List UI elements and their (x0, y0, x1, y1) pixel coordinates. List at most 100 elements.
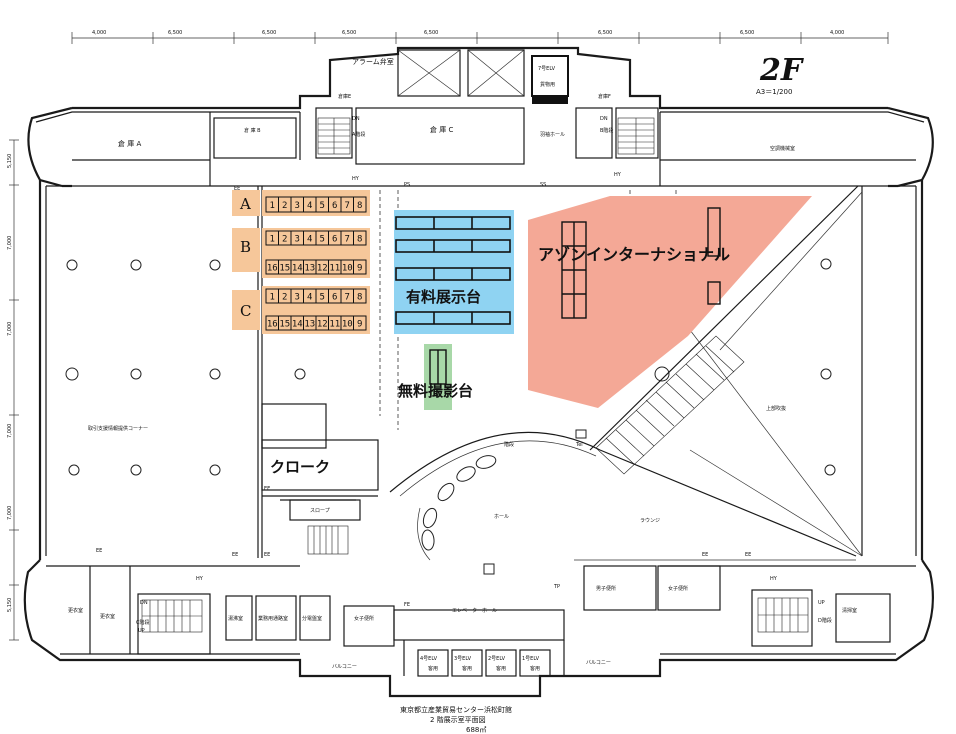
booth-cell (353, 196, 367, 213)
room-label-lounge: ラウンジ (640, 517, 660, 524)
booth-number: 8 (357, 293, 362, 303)
azone-tables (561, 207, 721, 319)
side-dimension-label: 5,150 (7, 598, 13, 612)
marker-ss: SS (540, 182, 546, 188)
marker-ee: EE (232, 552, 238, 558)
elevator-sub-label: 客用 (462, 665, 472, 672)
booth-number: 11 (329, 320, 340, 330)
booth-number: 12 (317, 264, 328, 274)
room-label-mens-wc: 男子便所 (596, 585, 616, 592)
room-label-balcony-left: バルコニー (332, 664, 357, 670)
paid-display-tables (395, 216, 511, 325)
booth-number: 13 (304, 320, 315, 330)
elevator-sub-label: 客用 (496, 665, 506, 672)
zone-a-label: A (239, 195, 251, 213)
room-label-balcony-right: バルコニー (586, 660, 611, 666)
building-outline (23, 46, 934, 698)
side-dimension-label: 7,000 (7, 506, 13, 520)
booth-cell (353, 259, 367, 275)
marker-dn: DN (352, 116, 360, 122)
zone-b-label-box (232, 228, 260, 272)
room-label-stairs: 階段 (504, 441, 514, 448)
marker-dn: DN (600, 116, 608, 122)
room-label-alarm-valve: アラーム弁室 (352, 57, 394, 66)
booth-number: 10 (342, 320, 353, 330)
booth-cell (353, 315, 367, 331)
elevator-sub-label: 客用 (428, 665, 438, 672)
side-dimension-line: 5,150 7,000 7,000 7,000 7,000 5,150 (7, 139, 19, 641)
booth-number: 5 (320, 293, 325, 303)
room-label-elv7-sub: 貨物用 (540, 81, 555, 88)
marker-ee: EE (702, 552, 708, 558)
room-label-stair-d: D階段 (818, 617, 832, 624)
booth-number: 6 (332, 235, 337, 245)
booth-number: 3 (295, 201, 300, 211)
marker-tp: TP (553, 584, 560, 590)
footer-line-2: 2 階展示室平面図 (430, 715, 486, 724)
room-label-upper-void: 上部吹抜 (766, 405, 786, 412)
booth-number: 3 (295, 293, 300, 303)
room-label-storage-c: 倉 庫 C (430, 125, 453, 134)
side-dimension-label: 7,000 (7, 236, 13, 250)
bottom-rooms: 更衣室 更衣室 DN C階段 UP 湯沸室 業務用通路室 分電盤室 女子便所 エ… (68, 565, 891, 677)
marker-ee: EE (264, 486, 270, 492)
elevator-label: 3号ELV (454, 656, 472, 662)
booth-number: 4 (307, 293, 312, 303)
booth-number: 16 (267, 320, 278, 330)
booth-number: 16 (267, 264, 278, 274)
zone-c-label-box (232, 290, 260, 330)
dimension-label: 6,500 (424, 30, 438, 36)
zone-a-label-box (232, 190, 260, 216)
room-label-elevator-hall: エレベーターホール (452, 607, 497, 614)
booth-number: 2 (282, 201, 287, 211)
marker-hy: HY (196, 576, 204, 582)
room-label-storage-b: 倉 庫 B (244, 127, 261, 134)
room-label-storage-e: 倉庫E (338, 93, 351, 100)
zone-b-label: B (240, 238, 251, 256)
room-label-changing-1: 更衣室 (68, 607, 83, 614)
room-label-stair-c: C階段 (136, 619, 150, 626)
room-label-wing-hall: 羽袖ホール (540, 131, 565, 138)
elevator-label: 1号ELV (522, 656, 540, 662)
booth-number: 14 (292, 264, 303, 274)
central-hall: ホール ラウンジ 階段 Tel (389, 429, 857, 575)
booth-number: 7 (345, 235, 350, 245)
booth-number: 9 (357, 320, 362, 330)
booth-number: 8 (357, 235, 362, 245)
booth-number: 7 (345, 293, 350, 303)
marker-ps: PS (404, 182, 410, 188)
booth-number: 2 (282, 293, 287, 303)
side-dimension-label: 5,150 (7, 154, 13, 168)
top-rooms: アラーム弁室 倉庫E 倉庫F 倉 庫 A 倉 庫 B 倉 庫 C 7号ELV 貨… (72, 49, 916, 188)
top-dimension-line: 4,000 6,500 6,500 6,500 6,500 6,500 6,50… (71, 30, 889, 44)
booth-cell (353, 288, 367, 304)
elevator-sub-label: 客用 (530, 665, 540, 672)
booth-number: 12 (317, 320, 328, 330)
marker-hy: HY (352, 176, 360, 182)
room-label-womens-wc: 女子便所 (668, 585, 688, 592)
free-photo-table (429, 349, 447, 385)
room-label-hvac: 空調機械室 (770, 145, 795, 152)
room-label-storage-f: 倉庫F (598, 93, 611, 100)
footer-line-3: 688㎡ (466, 726, 486, 734)
booth-number: 1 (270, 293, 275, 303)
room-label-stair-a: A階段 (352, 131, 365, 138)
marker-tel: Tel (575, 442, 583, 448)
room-label-womens-wc-2: 女子便所 (354, 615, 374, 622)
booth-number: 15 (279, 320, 290, 330)
dimension-label: 6,500 (168, 30, 182, 36)
booth-number: 1 (270, 201, 275, 211)
floor-label: 2F (759, 53, 805, 88)
booth-number: 4 (307, 201, 312, 211)
zone-azone (528, 196, 812, 408)
booth-number: 5 (320, 201, 325, 211)
room-label-changing-2: 更衣室 (100, 613, 115, 620)
dimension-label: 6,500 (598, 30, 612, 36)
room-label-hall: ホール (494, 514, 509, 520)
marker-up: UP (818, 600, 825, 606)
scale-label: A3＝1/200 (756, 88, 792, 96)
void-and-stair: 上部吹抜 (589, 185, 863, 557)
